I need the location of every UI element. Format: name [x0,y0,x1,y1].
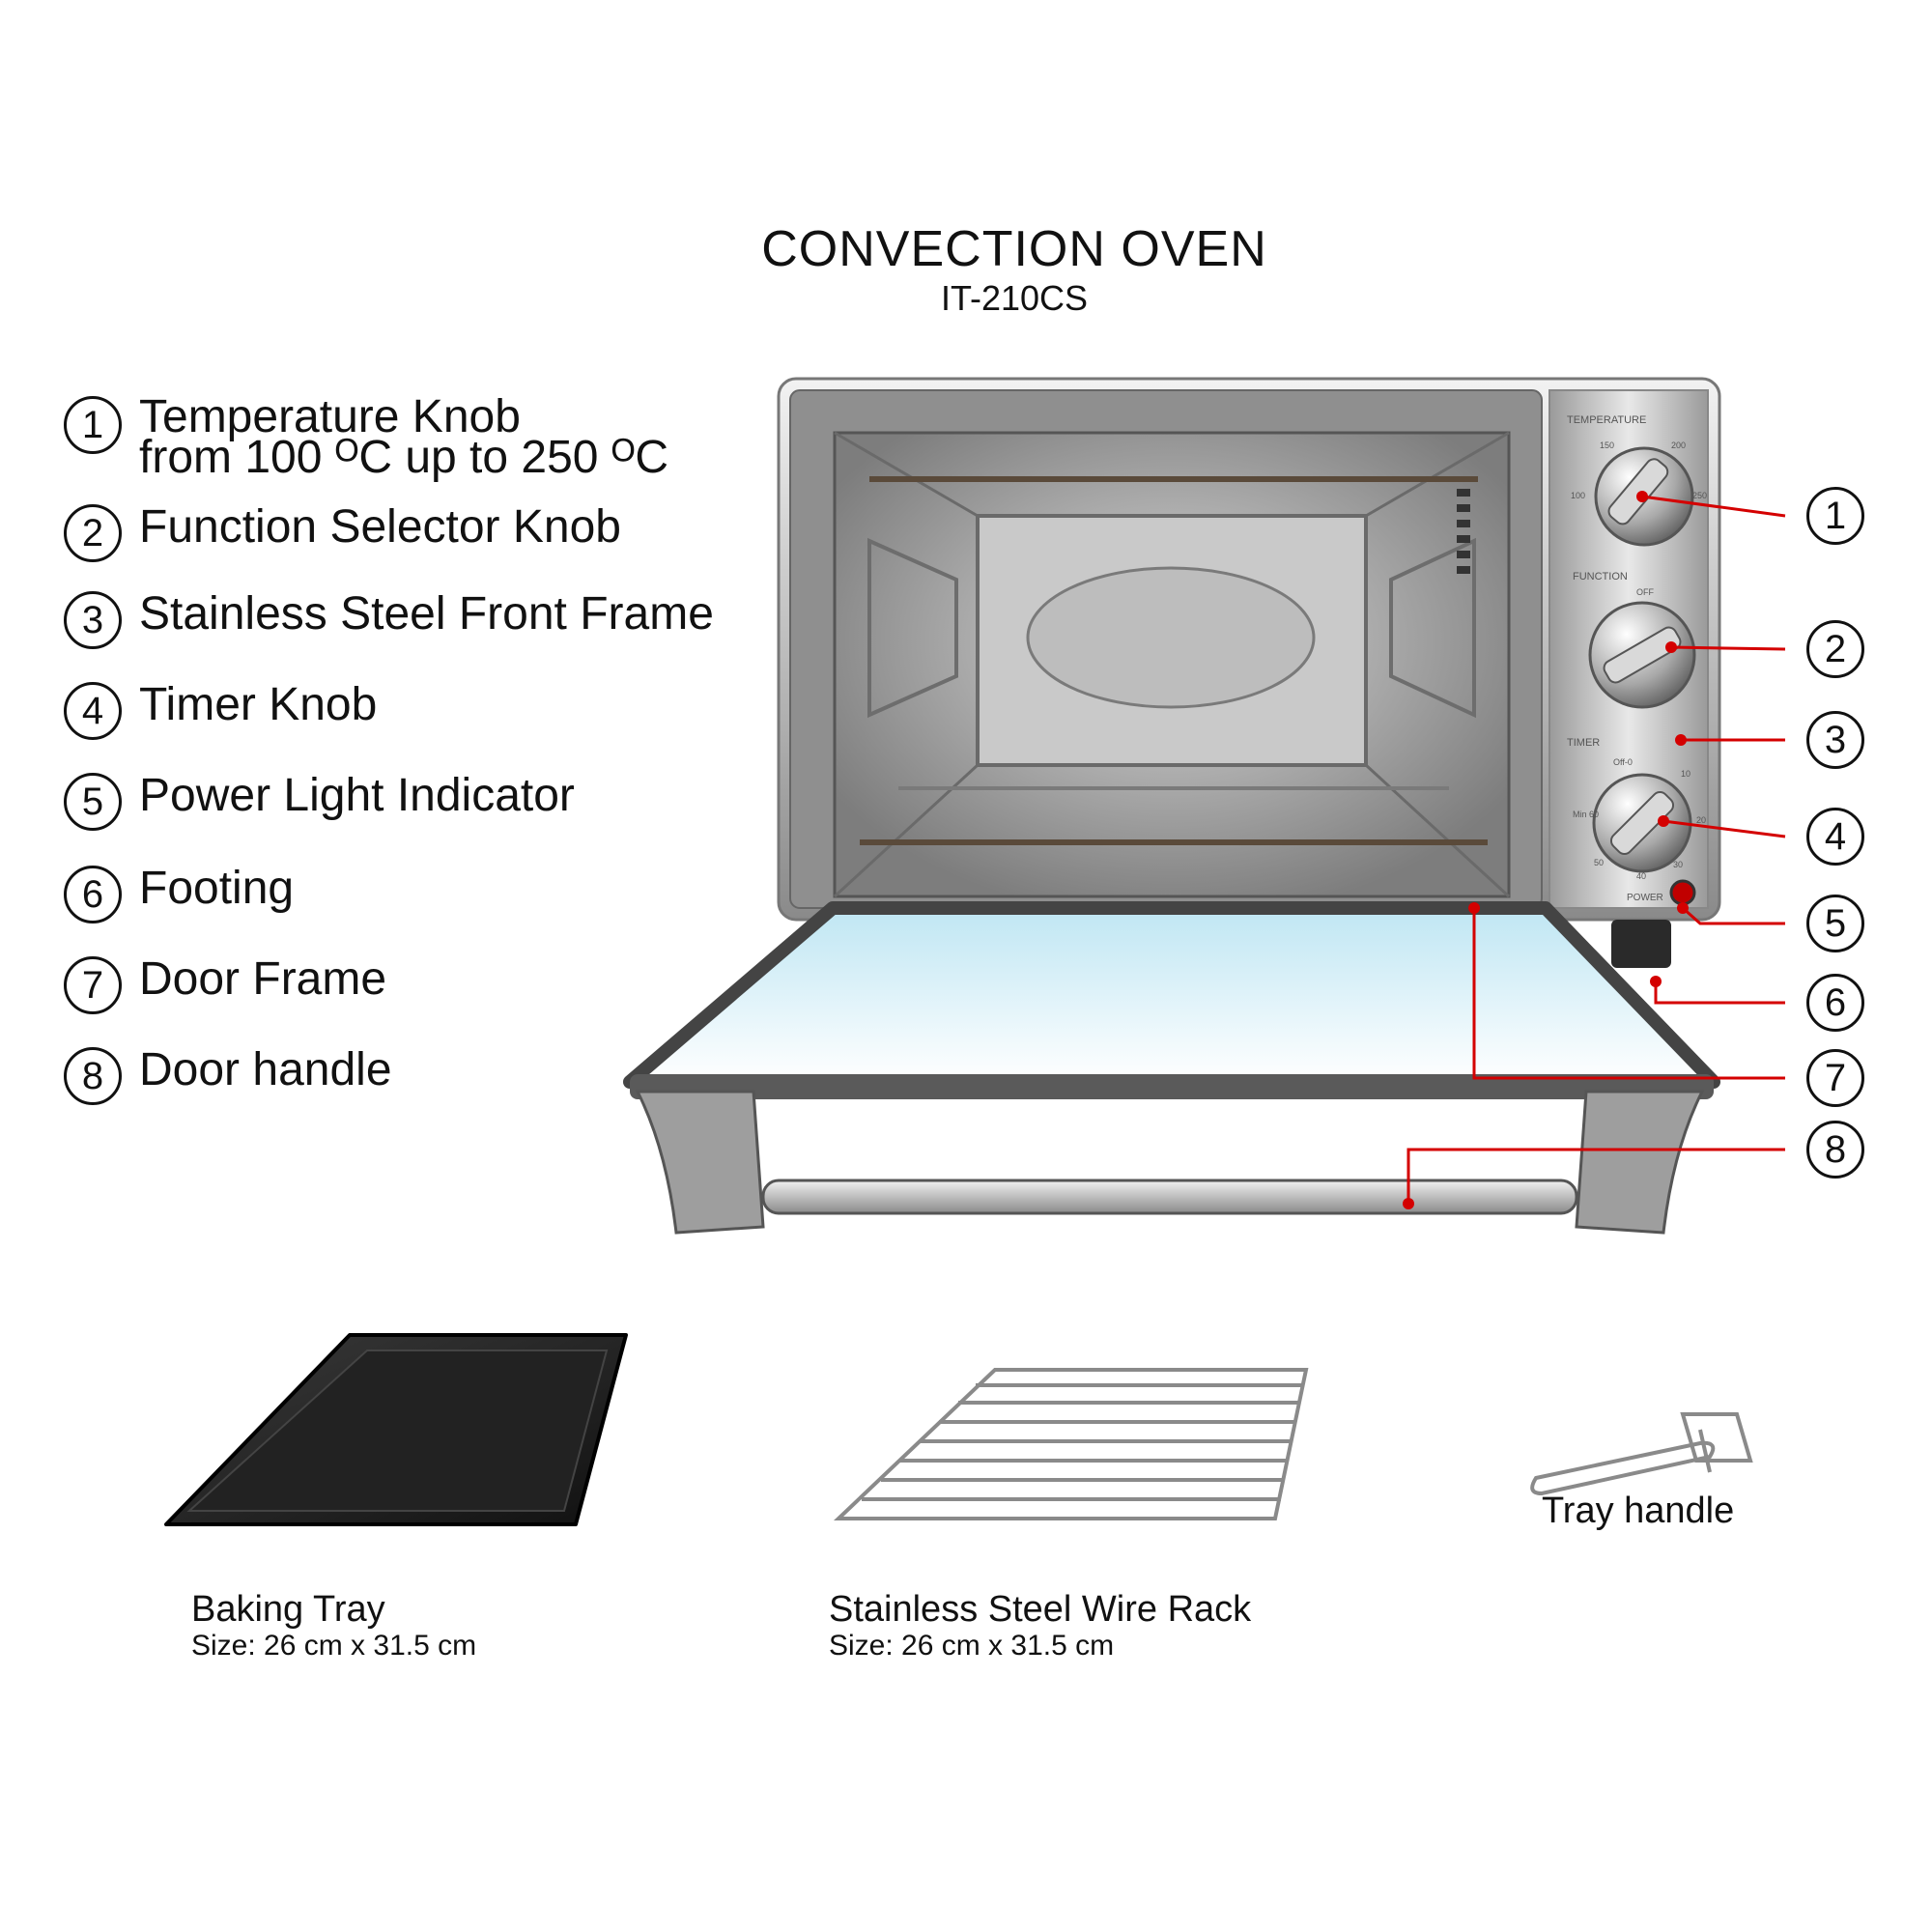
wire-rack-size: Size: 26 cm x 31.5 cm [829,1630,1115,1662]
power-label: POWER [1627,893,1663,903]
callout-7: 7 [1806,1049,1864,1107]
function-off-label: OFF [1636,587,1654,597]
callout-8: 8 [1806,1121,1864,1179]
timer-mark: Min 60 [1573,810,1599,819]
oven-cavity [833,431,1511,898]
callout-2: 2 [1806,620,1864,678]
timer-mark: 10 [1681,769,1690,779]
legend-sublabel: from 100 ᴼC up to 250 ᴼC [139,432,669,483]
wire-rack [833,1368,1309,1520]
door-handle-brackets [635,1090,1705,1235]
baking-tray [164,1333,628,1526]
function-label: FUNCTION [1573,571,1628,582]
legend-number: 5 [64,773,122,831]
door-handle[interactable] [761,1179,1578,1215]
legend-number: 8 [64,1047,122,1105]
callout-5: 5 [1806,895,1864,952]
diagram-title: CONVECTION OVEN [761,221,1267,277]
timer-mark: Off-0 [1613,757,1633,767]
legend-label: Door Frame [139,953,387,1005]
tray-handle [1530,1412,1753,1496]
door-frame [623,901,1720,1099]
function-selector-knob[interactable] [1588,601,1696,709]
timer-mark: 40 [1636,871,1646,881]
temp-mark-150: 150 [1600,440,1614,450]
legend-label: Timer Knob [139,679,378,730]
legend-label: Function Selector Knob [139,501,621,553]
legend-label: Door handle [139,1044,392,1095]
legend-label: Stainless Steel Front Frame [139,588,714,639]
timer-label: TIMER [1567,737,1600,749]
legend-number: 3 [64,591,122,649]
legend-number: 1 [64,396,122,454]
leader-dots [1403,491,1689,1209]
legend-label: Power Light Indicator [139,770,575,821]
timer-mark: 20 [1696,815,1706,825]
model-number: IT-210CS [940,278,1089,318]
timer-knob[interactable] [1592,773,1692,873]
tray-handle-label: Tray handle [1542,1491,1735,1531]
legend-number: 2 [64,504,122,562]
baking-tray-label: Baking Tray [191,1589,385,1630]
baking-tray-size: Size: 26 cm x 31.5 cm [191,1630,477,1662]
legend-number: 7 [64,956,122,1014]
legend-label: Footing [139,863,295,914]
callout-6: 6 [1806,974,1864,1032]
callout-3: 3 [1806,711,1864,769]
power-light-indicator [1669,879,1696,906]
temp-mark-200: 200 [1671,440,1686,450]
callout-4: 4 [1806,808,1864,866]
legend-number: 4 [64,682,122,740]
callout-1: 1 [1806,487,1864,545]
timer-mark: 30 [1673,860,1683,869]
temperature-label: TEMPERATURE [1567,414,1646,426]
leader-lines [1406,495,1786,1204]
temp-mark-100: 100 [1571,491,1585,500]
temp-mark-250: 250 [1692,491,1707,500]
timer-mark: 50 [1594,858,1604,867]
legend-label: Temperature Knob [139,391,521,442]
wire-rack-label: Stainless Steel Wire Rack [829,1589,1252,1630]
legend-number: 6 [64,866,122,923]
